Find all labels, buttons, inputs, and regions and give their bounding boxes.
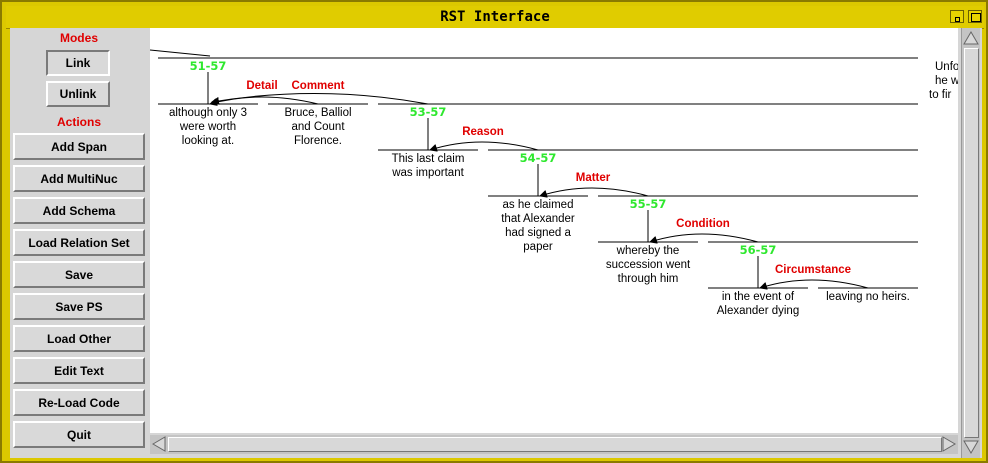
svg-text:whereby the: whereby the	[616, 245, 680, 257]
svg-text:through him: through him	[618, 273, 679, 285]
relation-label[interactable]: Comment	[291, 80, 344, 92]
scroll-up-arrow-icon[interactable]	[963, 30, 979, 46]
svg-text:This last claim: This last claim	[392, 153, 465, 165]
relation-label[interactable]: Circumstance	[775, 264, 851, 276]
svg-text:and Count: and Count	[291, 121, 345, 133]
segment-text[interactable]: as he claimed that Alexander had signed …	[501, 199, 575, 253]
svg-text:had signed a: had signed a	[505, 227, 571, 239]
span-label[interactable]: 56-57	[740, 243, 777, 257]
svg-text:was important: was important	[391, 167, 464, 179]
save-button[interactable]: Save	[13, 261, 145, 288]
relation-arc-condition[interactable]	[649, 233, 759, 244]
horizontal-scroll-thumb[interactable]	[168, 437, 942, 452]
span-label[interactable]: 51-57	[190, 59, 227, 73]
relation-label[interactable]: Reason	[462, 126, 504, 138]
control-panel: Modes Link Unlink Actions Add Span Add M…	[10, 28, 148, 458]
segment-text[interactable]: Bruce, Balliol and Count Florence.	[284, 107, 351, 147]
svg-text:Unfo: Unfo	[935, 61, 958, 73]
minimize-button[interactable]	[950, 10, 964, 23]
relation-arc-detail[interactable]	[209, 96, 319, 106]
relation-arc-comment[interactable]	[211, 92, 429, 105]
reload-code-button[interactable]: Re-Load Code	[13, 389, 145, 416]
svg-text:looking at.: looking at.	[182, 135, 234, 147]
svg-text:Alexander dying: Alexander dying	[717, 305, 799, 317]
scroll-right-arrow-icon[interactable]	[941, 436, 957, 452]
add-schema-button[interactable]: Add Schema	[13, 197, 145, 224]
parent-link-line	[150, 49, 211, 57]
scroll-down-arrow-icon[interactable]	[963, 439, 979, 455]
svg-text:were worth: were worth	[179, 121, 236, 133]
scroll-left-arrow-icon[interactable]	[151, 436, 167, 452]
svg-text:to fir: to fir	[929, 89, 952, 101]
relation-label[interactable]: Matter	[576, 172, 611, 184]
svg-text:although only 3: although only 3	[169, 107, 247, 119]
unlink-mode-button[interactable]: Unlink	[46, 81, 110, 107]
client-area: Modes Link Unlink Actions Add Span Add M…	[10, 28, 982, 458]
segment-text[interactable]: whereby the succession went through him	[606, 245, 691, 285]
relation-label[interactable]: Condition	[676, 218, 730, 230]
rst-diagram[interactable]: 51-57 53-57 54-57 55-57 56-57 Detail Com…	[150, 28, 958, 433]
svg-text:leaving no heirs.: leaving no heirs.	[826, 291, 910, 303]
horizontal-scrollbar[interactable]	[150, 435, 958, 454]
segment-text[interactable]: leaving no heirs.	[826, 291, 910, 303]
window-title: RST Interface	[440, 9, 550, 25]
vertical-scroll-thumb[interactable]	[964, 48, 979, 438]
title-bar[interactable]: RST Interface	[6, 6, 984, 29]
load-relation-set-button[interactable]: Load Relation Set	[13, 229, 145, 256]
svg-text:as he claimed: as he claimed	[503, 199, 574, 211]
relation-label[interactable]: Detail	[246, 80, 277, 92]
segment-text[interactable]: This last claim was important	[391, 153, 464, 179]
maximize-button[interactable]	[968, 10, 982, 23]
span-label[interactable]: 54-57	[520, 151, 557, 165]
svg-text:that Alexander: that Alexander	[501, 213, 575, 225]
segment-text[interactable]: Unfo he w to fir	[929, 61, 958, 101]
quit-button[interactable]: Quit	[13, 421, 145, 448]
svg-text:in the event of: in the event of	[722, 291, 795, 303]
svg-text:Florence.: Florence.	[294, 135, 342, 147]
rst-canvas[interactable]: 51-57 53-57 54-57 55-57 56-57 Detail Com…	[150, 28, 958, 433]
link-mode-button[interactable]: Link	[46, 50, 110, 76]
vertical-scrollbar[interactable]	[961, 28, 980, 458]
svg-text:Bruce, Balliol: Bruce, Balliol	[284, 107, 351, 119]
add-multinuc-button[interactable]: Add MultiNuc	[13, 165, 145, 192]
actions-heading: Actions	[56, 115, 101, 129]
modes-heading: Modes	[59, 31, 98, 45]
segment-text[interactable]: in the event of Alexander dying	[717, 291, 799, 317]
segment-text[interactable]: although only 3 were worth looking at.	[169, 107, 247, 147]
load-other-button[interactable]: Load Other	[13, 325, 145, 352]
svg-text:succession went: succession went	[606, 259, 691, 271]
relation-arc-circumstance[interactable]	[759, 279, 869, 290]
add-span-button[interactable]: Add Span	[13, 133, 145, 160]
svg-text:he w: he w	[935, 75, 958, 87]
edit-text-button[interactable]: Edit Text	[13, 357, 145, 384]
span-label[interactable]: 53-57	[410, 105, 447, 119]
save-ps-button[interactable]: Save PS	[13, 293, 145, 320]
span-label[interactable]: 55-57	[630, 197, 667, 211]
relation-arc-reason[interactable]	[429, 141, 539, 152]
relation-arc-matter[interactable]	[539, 187, 649, 198]
svg-text:paper: paper	[523, 241, 553, 253]
